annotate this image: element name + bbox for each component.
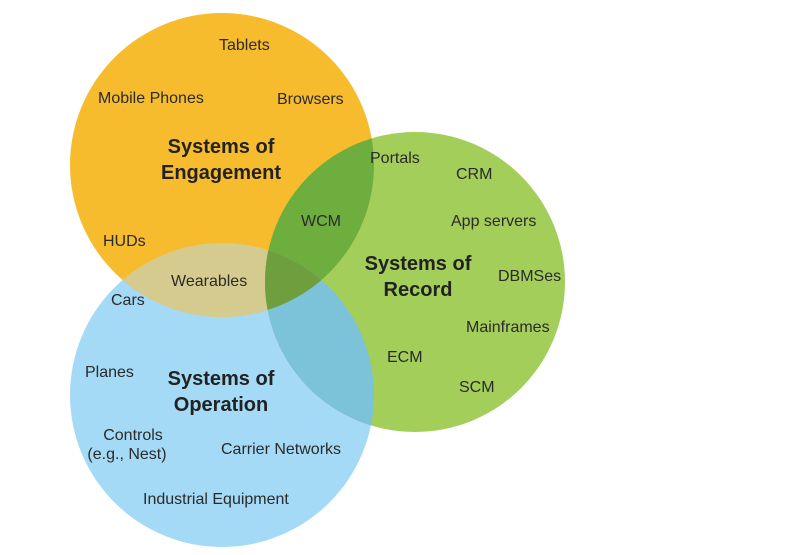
label-cars: Cars [111,292,145,309]
label-dbmses: DBMSes [498,268,562,285]
engagement-title-line2: Engagement [160,162,282,184]
engagement-title-line1: Systems of [167,136,275,158]
record-title-line2: Record [383,279,453,301]
record-title: Systems of Record [365,251,472,303]
label-ecm: ECM [387,349,423,366]
label-mainframes: Mainframes [466,319,550,336]
label-controls: Controls [103,427,163,444]
label-app-servers: App servers [451,213,537,230]
record-operation-overlap [265,243,374,432]
label-mobile-phones: Mobile Phones [98,90,204,107]
label-portals: Portals [370,150,420,167]
label-tablets: Tablets [219,37,270,54]
label-scm: SCM [459,379,495,396]
label-wearables: Wearables [171,273,248,290]
record-title-line1: Systems of [364,253,472,275]
operation-title: Systems of Operation [168,366,275,418]
label-controls-example: (e.g., Nest) [87,446,167,463]
label-wcm: WCM [301,213,341,230]
label-industrial-equipment: Industrial Equipment [143,491,289,508]
label-crm: CRM [456,166,493,183]
engagement-record-overlap [265,132,374,317]
label-carrier-networks: Carrier Networks [221,441,342,458]
label-browsers: Browsers [277,91,344,108]
label-planes: Planes [85,364,134,381]
operation-title-line1: Systems of [167,368,275,390]
engagement-title: Systems of Engagement [161,134,281,186]
label-huds: HUDs [103,233,146,250]
operation-title-line2: Operation [173,394,269,416]
